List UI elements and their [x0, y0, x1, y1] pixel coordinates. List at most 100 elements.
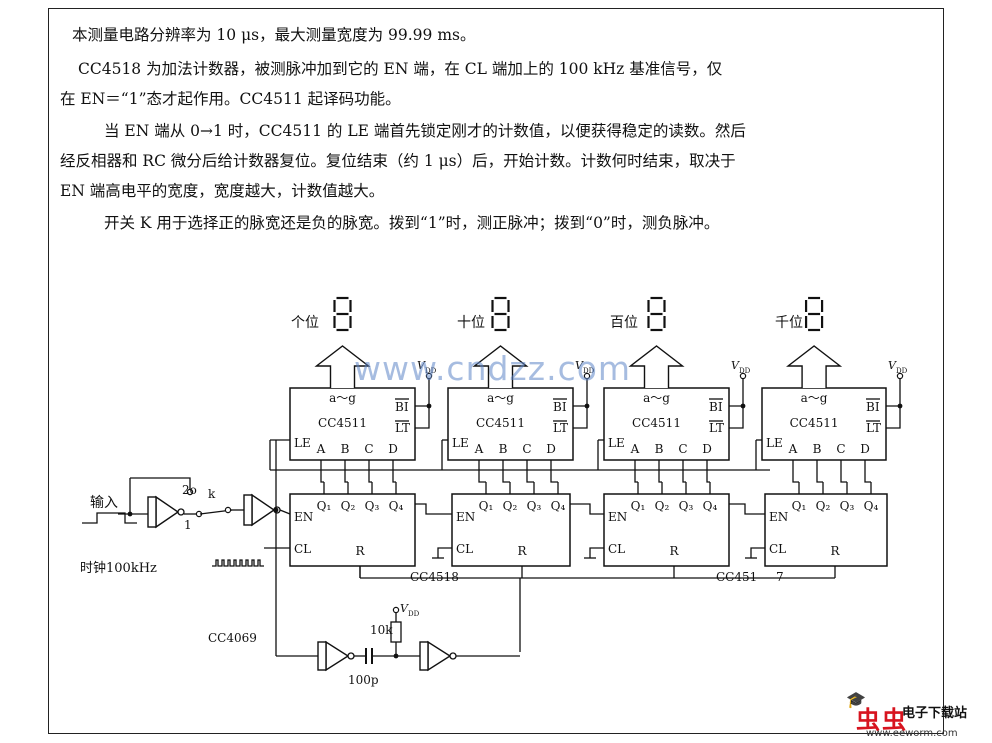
vdd-sub: DD	[896, 367, 908, 375]
cc4511-decoder-3	[603, 387, 730, 461]
decoder-2-pin-D: D	[546, 442, 556, 456]
stage-2-link-2	[502, 474, 510, 483]
switch-common-terminal	[224, 506, 232, 514]
counter-1-q1: Q₁	[317, 499, 332, 513]
decoder-1-bi: BI	[395, 400, 409, 414]
counter-4-r: R	[830, 544, 840, 558]
decoder-4-pin-D: D	[860, 442, 870, 456]
inverter-bubble	[177, 508, 185, 516]
gate-body	[251, 493, 276, 527]
vdd-label: V	[888, 359, 897, 372]
counter-3-q2: Q₂	[655, 499, 670, 513]
gate-body	[419, 641, 429, 671]
cl-ground-4	[750, 547, 765, 558]
resistor-label: 10k	[370, 623, 393, 637]
stage-3-link-2	[658, 474, 662, 483]
decoder-4-bi-lt-tie	[886, 405, 901, 429]
stage-1-link-3	[368, 474, 372, 483]
switch-pos-1-label: 1	[184, 518, 192, 532]
digit-label-4: 千位	[775, 315, 803, 331]
counter-3-q3: Q₃	[679, 499, 694, 513]
cc4511-decoder-4	[761, 387, 887, 461]
decoder-4-le: LE	[766, 436, 783, 450]
decoder-2-name: CC4511	[476, 416, 525, 430]
counter-1-cl: CL	[294, 542, 311, 556]
cc4518-counter-3	[603, 493, 730, 567]
description-line-4: 当 EN 端从 0→1 时，CC4511 的 LE 端首先锁定刚才的计数值，以便…	[104, 122, 746, 140]
decoder-1-pin-D: D	[388, 442, 398, 456]
stage-1-link-4	[392, 474, 396, 483]
decoder-2-bi: BI	[553, 400, 567, 414]
switch-k-label: k	[208, 487, 216, 501]
counter-1-r: R	[355, 544, 365, 558]
decoder-3-pin-C: C	[678, 442, 687, 456]
description-line-5: 经反相器和 RC 微分后给计数器复位。复位结束（约 1 μs）后，开始计数。计数…	[60, 152, 736, 170]
vdd-sub: DD	[583, 367, 595, 375]
counter-4-q1: Q₁	[792, 499, 807, 513]
decoder-1-pin-C: C	[364, 442, 373, 456]
vdd-label: V	[400, 602, 409, 615]
input-label: 输入	[90, 495, 118, 511]
vdd-sub: DD	[739, 367, 751, 375]
cc4518-label-a: CC4518	[410, 570, 459, 584]
decoder-3-bi: BI	[709, 400, 723, 414]
bypass-to-switch	[130, 477, 191, 490]
cc4069-inverter-2	[419, 640, 457, 672]
decoder-3-lt: LT	[709, 421, 724, 435]
decoder-1-junction	[426, 403, 432, 409]
decoder-3-pin-B: B	[655, 442, 664, 456]
digit-display-3	[647, 296, 666, 332]
counter-2-r: R	[517, 544, 527, 558]
vdd-sub: DD	[425, 367, 437, 375]
cc4518-counter-1	[289, 493, 416, 567]
logo-url: www.eeworm.com	[866, 728, 958, 739]
cl-ground-3	[589, 547, 604, 558]
digit-label-2: 十位	[457, 315, 485, 331]
description-line-7: 开关 K 用于选择正的脉宽还是负的脉宽。拨到“1”时，测正脉冲；拨到“0”时，测…	[104, 214, 720, 232]
digit-label-1: 个位	[291, 315, 319, 331]
digit-label-3: 百位	[610, 315, 638, 331]
decoder-3-junction	[740, 403, 746, 409]
decoder-1-le: LE	[294, 436, 311, 450]
cc4069-label: CC4069	[208, 631, 257, 645]
decoder-4-segments: a～g	[801, 391, 828, 405]
decoder-3-pin-A: A	[630, 442, 640, 456]
decoder-2-pin-A: A	[474, 442, 484, 456]
decoder-1-output-arrow	[314, 345, 371, 388]
clock-label: 时钟100kHz	[80, 560, 157, 576]
cc4518-counter-2	[451, 493, 571, 567]
description-line-1: 本测量电路分辨率为 10 μs，最大测量宽度为 99.99 ms。	[72, 26, 476, 44]
counter-2-q4: Q₄	[551, 499, 566, 513]
vdd-label: V	[575, 359, 584, 372]
gate-body	[325, 640, 350, 672]
gate-body	[243, 494, 253, 526]
counter-1-en: EN	[294, 510, 313, 524]
decoder-2-pin-B: B	[499, 442, 508, 456]
decoder-4-output-arrow	[786, 345, 843, 388]
digit-display-4	[804, 296, 824, 332]
decoder-2-output-arrow	[472, 345, 529, 388]
capacitor-label: 100p	[348, 673, 379, 687]
stage-1-link-1	[320, 474, 324, 483]
decoder-1-vdd-terminal	[425, 372, 433, 380]
counter-1-q4: Q₄	[389, 499, 404, 513]
counter-3-r: R	[669, 544, 679, 558]
cc4518-label-b-tail: 7	[776, 570, 784, 584]
description-line-6: EN 端高电平的宽度，宽度越大，计数值越大。	[60, 182, 385, 200]
stage-2-link-1	[478, 474, 486, 483]
decoder-2-bi-lt-tie	[573, 405, 588, 429]
decoder-2-le: LE	[452, 436, 469, 450]
decoder-1-bi-lt-tie	[415, 405, 430, 429]
stage-3-link-3	[682, 474, 686, 483]
decoder-1-name: CC4511	[318, 416, 367, 430]
carry-1	[415, 503, 452, 515]
decoder-4-pin-A: A	[788, 442, 798, 456]
stage-2-link-4	[550, 474, 558, 483]
logo-glyphs: 虫虫	[856, 706, 908, 734]
counter-2-q3: Q₃	[527, 499, 542, 513]
